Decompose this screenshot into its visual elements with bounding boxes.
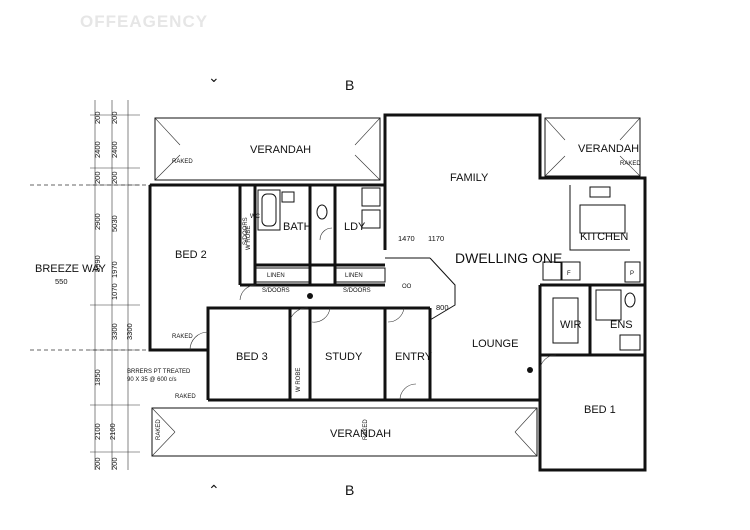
room-lounge: LOUNGE: [472, 338, 518, 350]
light-symbol: [527, 367, 533, 373]
dim-label: 2400: [110, 141, 119, 158]
verandah-top-left: [154, 117, 381, 181]
dim-label: 3300: [110, 323, 119, 340]
dim-label: 2100: [108, 423, 117, 440]
room-wir: WIR: [560, 319, 581, 331]
section-arrow-top-left: ⌄: [208, 69, 220, 85]
linen-cupboard: [334, 267, 386, 283]
door-note: S/DOORS: [262, 288, 290, 294]
dim-1170: 1170: [428, 234, 444, 243]
raked-note: RAKED: [172, 334, 193, 340]
dim-label: 200: [93, 457, 102, 470]
oo-label: OO: [402, 284, 412, 290]
linen-label: LINEN: [345, 273, 363, 279]
room-bed-1: BED 1: [584, 404, 616, 416]
dim-label: 200: [110, 111, 119, 124]
kitchen-benches: [542, 185, 641, 283]
section-marker-bottom: B: [345, 482, 354, 498]
door-note: S/DOORS: [343, 288, 371, 294]
pantry-label: P: [630, 271, 634, 277]
dim-label: 1850: [93, 369, 102, 386]
room-bed-2: BED 2: [175, 249, 207, 261]
linen-label: LINEN: [267, 273, 285, 279]
room-entry: ENTRY: [395, 351, 433, 363]
dim-label: 200: [110, 457, 119, 470]
wc-label: WC: [250, 214, 261, 220]
bearer-note: BRRERS PT TREATED: [127, 369, 191, 375]
dim-label: 3300: [125, 323, 134, 340]
dim-label: 2100: [93, 423, 102, 440]
room-ldy: LDY: [344, 221, 366, 233]
verandah-bottom: [151, 407, 538, 457]
raked-note: RAKED: [620, 161, 641, 167]
light-symbol: [307, 293, 313, 299]
robe-label: W ROBE: [246, 226, 252, 250]
room-kitchen: KITCHEN: [580, 231, 628, 243]
robe-label: W ROBE: [296, 368, 302, 392]
dim-label: 1970: [110, 261, 119, 278]
room-verandah-bottom: VERANDAH: [330, 428, 391, 440]
watermark: OFFEAGENCY: [80, 12, 208, 31]
interior-walls: [206, 185, 645, 402]
section-marker-top: B: [345, 77, 354, 93]
dim-label: 200: [110, 171, 119, 184]
breeze-way-label: BREEZE WAY: [35, 263, 107, 275]
dimension-labels-inner: 200 2400 200 5030 1970 1070 3300 3300 20…: [110, 111, 134, 470]
dimension-labels-outer: 200 2400 200 2900 5990 1850 2100 2100 20…: [93, 111, 117, 470]
dim-label: 1070: [110, 283, 119, 300]
raked-note: RAKED: [172, 159, 193, 165]
room-bath: BATH: [283, 221, 312, 233]
dim-label: 2400: [93, 141, 102, 158]
dim-1470: 1470: [398, 234, 415, 243]
dim-label: 5030: [110, 215, 119, 232]
raked-note: RAKED: [156, 419, 162, 440]
dim-label: 200: [93, 111, 102, 124]
room-ens: ENS: [610, 319, 633, 331]
exterior-walls: [148, 113, 647, 472]
door-swings: [189, 227, 557, 401]
verandah-top-right: [544, 117, 641, 177]
room-family: FAMILY: [450, 172, 489, 184]
raked-note: RAKED: [363, 419, 369, 440]
bath-fixtures: [257, 187, 641, 351]
dwelling-label: DWELLING ONE: [455, 250, 562, 266]
room-verandah-top: VERANDAH: [250, 144, 311, 156]
room-study: STUDY: [325, 351, 363, 363]
dim-800: 800: [436, 303, 449, 312]
raked-note: RAKED: [175, 394, 196, 400]
dim-label: 5990: [93, 255, 102, 272]
room-bed-3: BED 3: [236, 351, 268, 363]
door-note: S/DOORS: [243, 217, 249, 245]
wir-shelf: [552, 297, 579, 344]
section-arrow-bottom-left: ⌃: [208, 482, 220, 498]
breeze-way-width: 550: [55, 277, 68, 286]
fridge-label: F: [567, 271, 571, 277]
linen-cupboard: [254, 267, 311, 283]
room-verandah-right: VERANDAH: [578, 143, 639, 155]
dim-label: 2900: [93, 213, 102, 230]
dim-label: 200: [93, 171, 102, 184]
bearer-note: 90 X 35 @ 600 c/s: [127, 377, 176, 383]
